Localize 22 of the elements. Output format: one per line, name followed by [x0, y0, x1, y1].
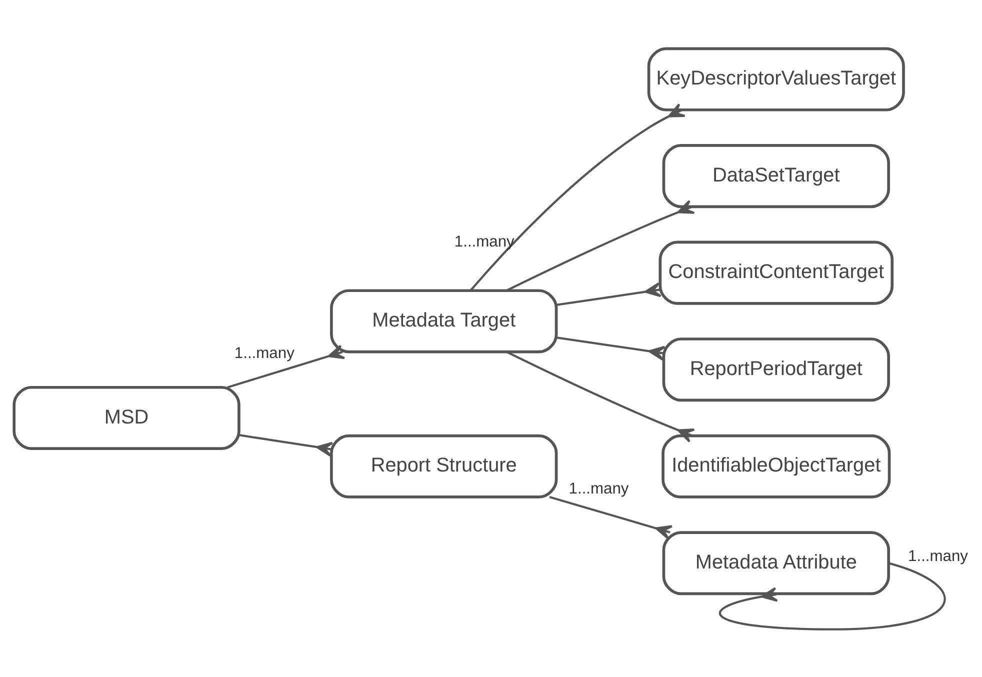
edge-label: 1...many	[568, 480, 629, 497]
connector	[556, 282, 662, 306]
node-box: Report Structure	[330, 434, 558, 498]
edge-label: 1...many	[908, 548, 968, 565]
connector	[720, 562, 946, 630]
node-box: Metadata Attribute	[662, 530, 890, 595]
connector	[239, 434, 334, 456]
node-box: KeyDescriptorValuesTarget	[647, 46, 905, 111]
node-box: ReportPeriodTarget	[662, 337, 890, 402]
node-box: Metadata Target	[330, 288, 558, 353]
connector	[556, 336, 666, 360]
connector	[506, 199, 696, 291]
node-box: IdentifiableObjectTarget	[662, 434, 891, 498]
node-box: MSD	[12, 385, 240, 450]
node-box: DataSetTarget	[662, 144, 890, 208]
node-box: ConstraintContentTarget	[658, 240, 894, 304]
connector	[549, 495, 673, 540]
connector	[506, 350, 696, 442]
connector	[470, 102, 686, 291]
connector	[227, 344, 346, 388]
edge-label: 1...many	[234, 344, 294, 362]
edge-label: 1...many	[454, 233, 514, 250]
